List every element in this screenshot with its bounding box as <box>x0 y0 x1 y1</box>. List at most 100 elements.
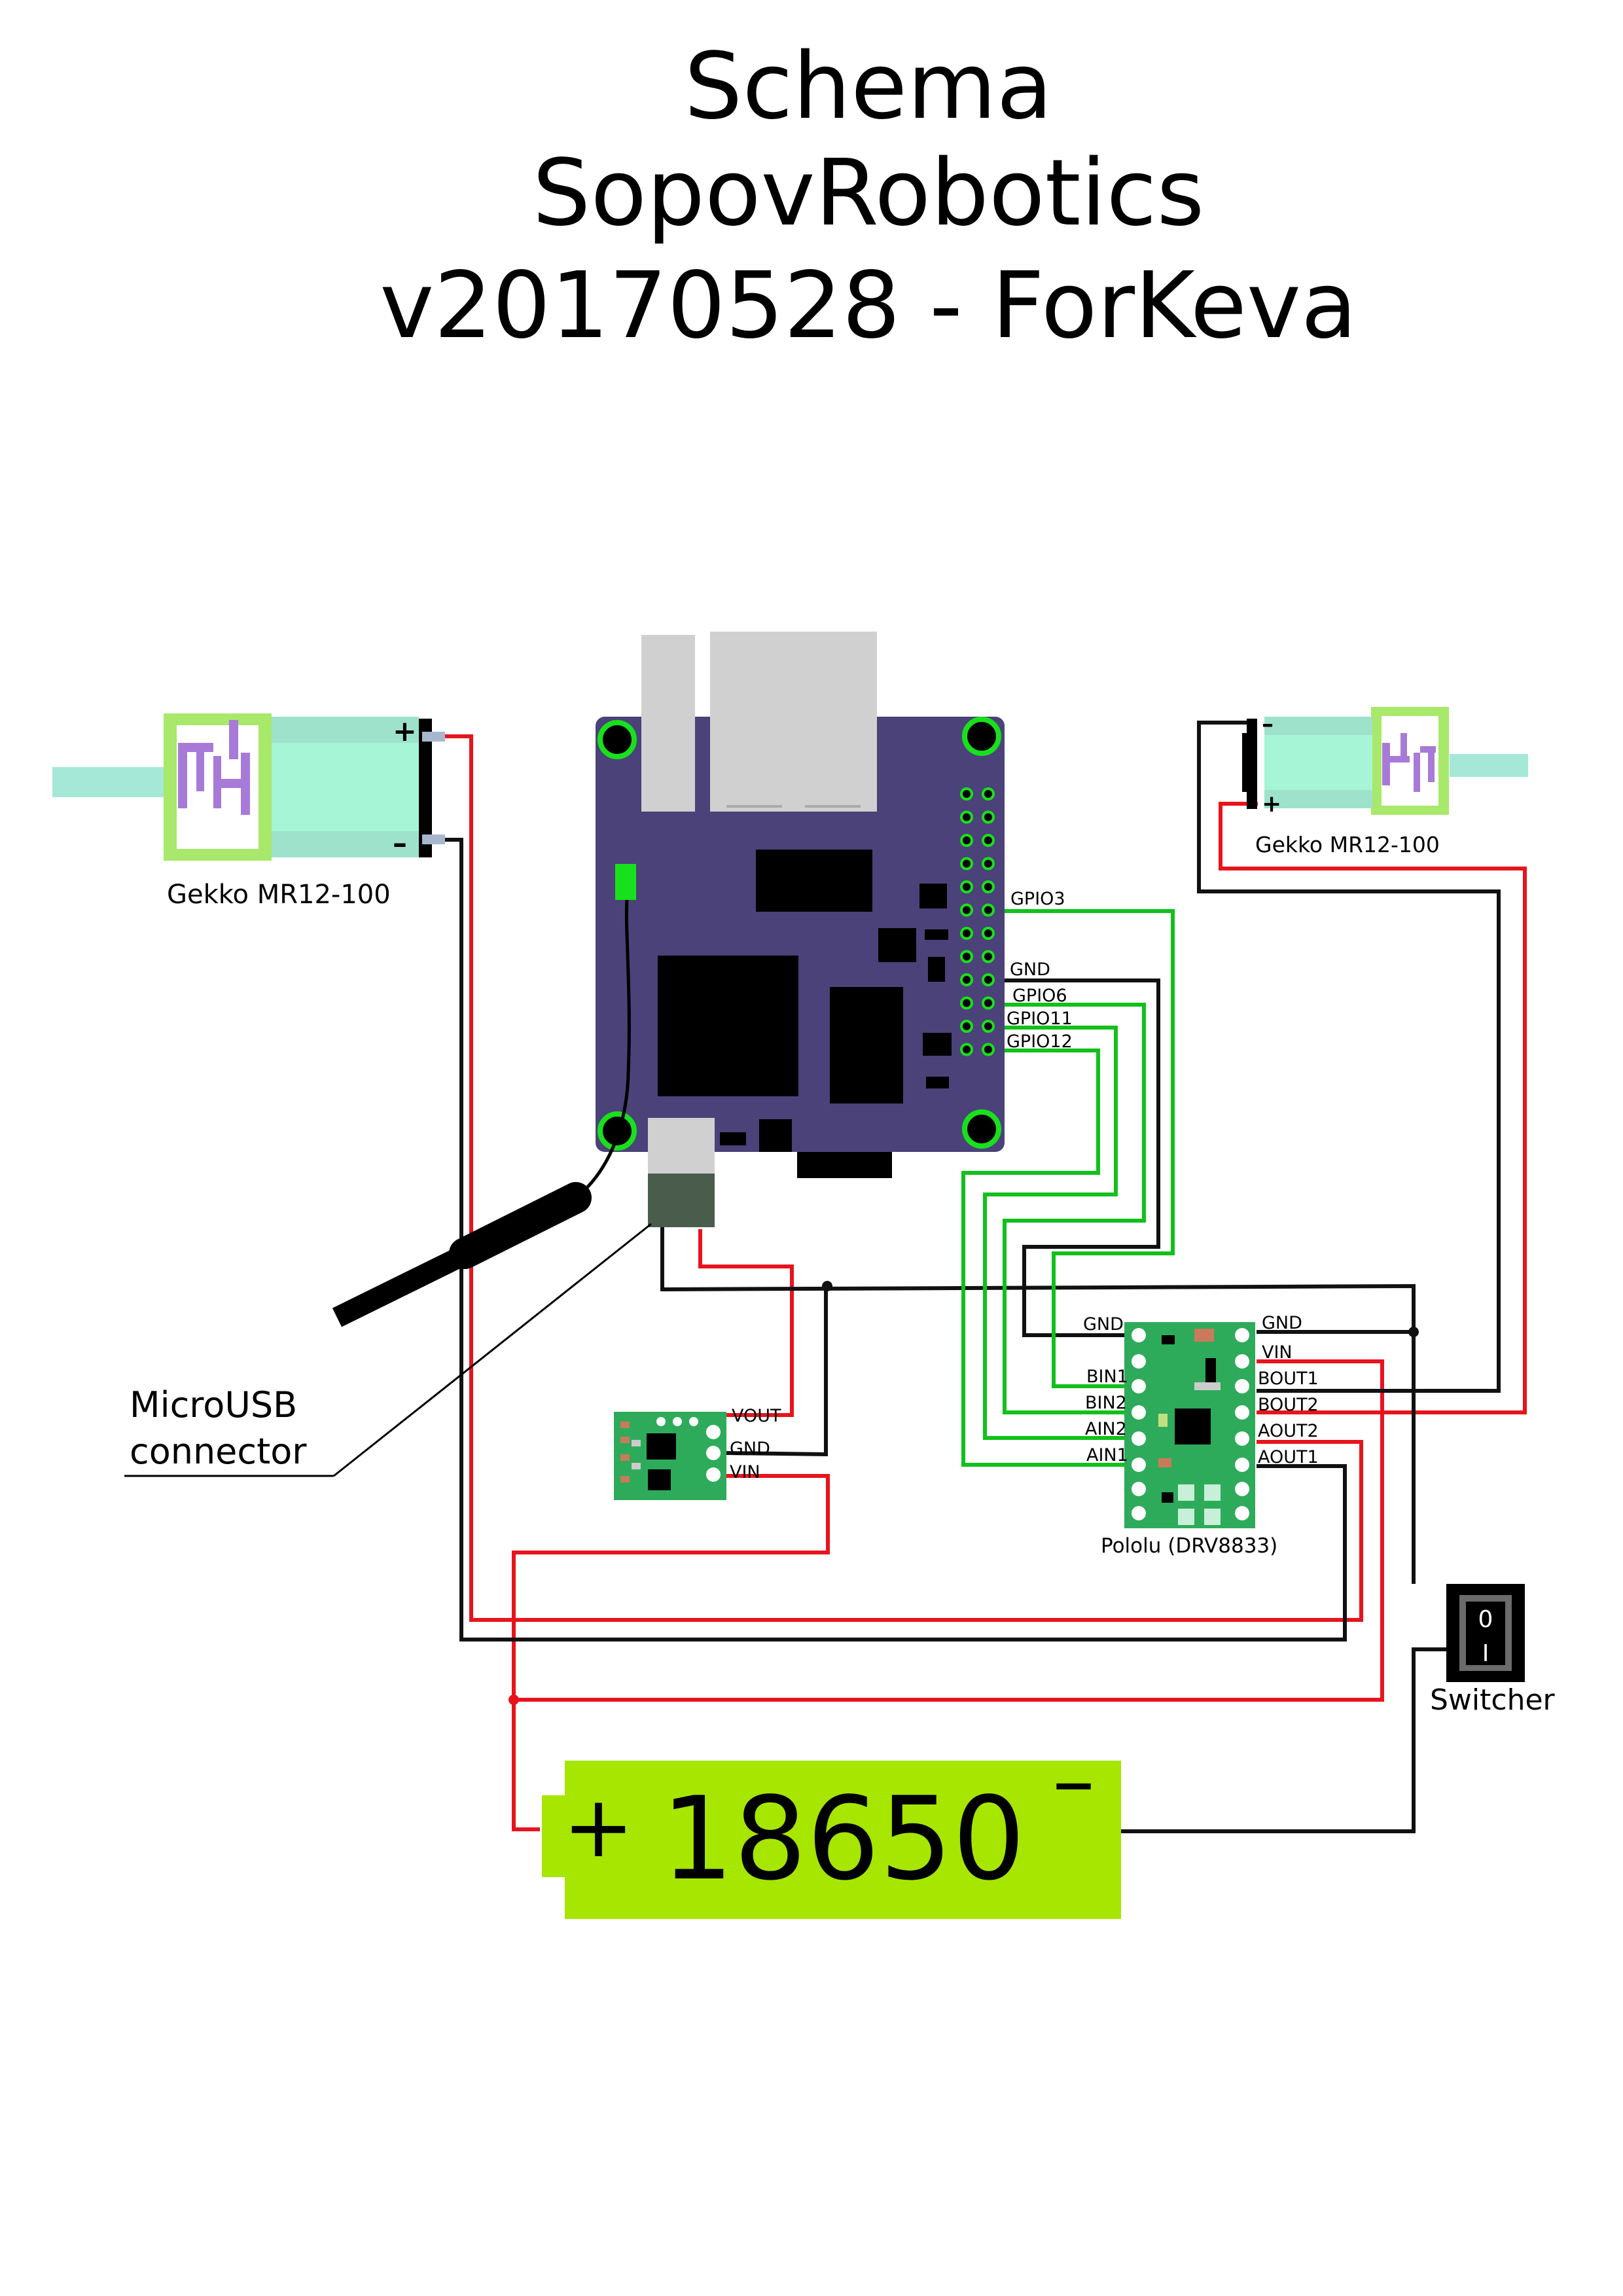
motor-left-endcap <box>419 719 432 857</box>
wire-switch-to-battery <box>1120 1647 1454 1833</box>
board-usb-port-front <box>641 717 695 812</box>
battery-minus-sign: – <box>1052 1731 1095 1830</box>
motor-left-terminal-minus <box>422 834 445 844</box>
wire-gpio12-to-ain1 <box>961 1049 1126 1467</box>
wire-gpio-gnd-to-driver <box>988 978 1160 1337</box>
board-chip-small-6 <box>926 1077 949 1088</box>
board-soc-chip <box>658 956 798 1096</box>
wire-usb-to-vout <box>698 1229 794 1417</box>
gpio-pin <box>960 950 973 963</box>
driver-pin-bout1: BOUT1 <box>1258 1369 1319 1389</box>
junction-ground-usb <box>822 1281 832 1291</box>
driver-pin-ain2: AIN2 <box>1085 1419 1127 1439</box>
motor-right-endcap-2 <box>1242 733 1251 792</box>
title-line-1: Schema <box>685 33 1053 140</box>
regulator-pin-gnd: GND <box>730 1439 770 1459</box>
gpio-pin <box>982 973 995 986</box>
motor-left-bracket-2 <box>259 713 272 861</box>
switch-label: Switcher <box>1430 1683 1556 1717</box>
battery-terminal <box>542 1795 565 1877</box>
gpio-pin <box>960 880 973 893</box>
switch-rocker-top <box>1466 1602 1505 1636</box>
driver-pin-vin: VIN <box>1262 1342 1293 1363</box>
gpio-pin <box>982 1020 995 1033</box>
motor-left-terminal-plus <box>422 732 445 742</box>
motor-right-bracket-2 <box>1438 707 1449 815</box>
gpio-pin <box>982 903 995 917</box>
wire-left-motor-minus <box>445 838 1347 1641</box>
board-microusb-socket <box>648 1118 715 1174</box>
motor-left-minus-sign: – <box>393 827 407 860</box>
board-mount-hole-br <box>962 1109 1001 1149</box>
motor-right-bracket <box>1371 707 1382 815</box>
motor-left-label: Gekko MR12-100 <box>167 880 391 910</box>
microusb-label-line1: MicroUSB <box>130 1384 297 1426</box>
motor-left-body-bottom <box>272 831 419 857</box>
board-mount-hole-tr <box>962 717 1001 756</box>
board-bottom-connector <box>797 1152 892 1178</box>
board-antenna-connector <box>615 864 636 900</box>
motor-left-bracket-top <box>164 713 272 725</box>
motor-right-body-bottom <box>1264 790 1372 808</box>
pin-label-gpio3: GPIO3 <box>1010 889 1065 909</box>
regulator-inductor <box>648 1469 671 1490</box>
voltage-regulator: VOUT GND VIN <box>614 1406 781 1500</box>
wire-right-motor-plus <box>1219 802 1527 1414</box>
driver-pin-gnd-right: GND <box>1262 1313 1302 1333</box>
gpio-pin <box>982 927 995 940</box>
pin-label-gpio12: GPIO12 <box>1007 1031 1073 1052</box>
board-chip-small-3 <box>925 929 948 940</box>
junction-ground-driver <box>1408 1327 1419 1337</box>
regulator-components <box>620 1422 641 1482</box>
motor-right-gearbox-icon <box>1382 733 1436 792</box>
regulator-chip <box>647 1433 676 1460</box>
driver-label: Pololu (DRV8833) <box>1101 1534 1277 1558</box>
motor-left-bracket-bottom <box>164 849 272 861</box>
wire-battery-to-driver-vin <box>514 1359 1384 1702</box>
driver-pins-left <box>1132 1328 1146 1520</box>
board-chip-small-4 <box>928 957 945 982</box>
gpio-pin <box>982 950 995 963</box>
motor-left-shaft <box>52 767 167 797</box>
regulator-pins <box>656 1417 721 1482</box>
board-chip-small-1 <box>919 884 947 908</box>
antenna-cable <box>575 899 631 1199</box>
gpio-pin <box>960 1043 973 1056</box>
wire-usb-ground <box>660 1224 1416 1584</box>
pin-label-gpio6: GPIO6 <box>1012 986 1067 1006</box>
battery-plus-sign: + <box>563 1777 634 1876</box>
switch-off-mark: I <box>1482 1640 1489 1667</box>
driver-pins-right <box>1235 1328 1249 1520</box>
motor-right-bracket-bottom <box>1371 806 1449 815</box>
motor-left: + – Gekko MR12-100 <box>52 713 445 910</box>
main-board: GPIO3 GND GPIO6 GPIO11 GPIO12 <box>596 632 1073 1227</box>
board-chip-top <box>756 850 872 912</box>
title-line-2: SopovRobotics <box>533 140 1205 247</box>
wire-gpio3-to-bin1 <box>988 909 1175 1388</box>
motor-right-plus-sign: + <box>1262 791 1281 817</box>
motor-left-gearbox-icon <box>178 720 250 815</box>
gpio-pin <box>960 834 973 847</box>
gpio-pin <box>982 834 995 847</box>
board-chip-small-8 <box>759 1119 792 1152</box>
wire-regulator-gnd <box>726 1285 828 1457</box>
driver-pin-ain1: AIN1 <box>1086 1445 1128 1465</box>
microusb-label-line2: connector <box>130 1431 307 1472</box>
title-block: Schema SopovRobotics v20170528 - ForKeva <box>380 33 1357 359</box>
gpio-pin <box>982 787 995 800</box>
driver-components <box>1158 1329 1221 1525</box>
motor-right-bracket-top <box>1371 707 1449 716</box>
gpio-pin <box>982 810 995 824</box>
microusb-callout: MicroUSB connector <box>124 1223 652 1477</box>
motor-right-minus-sign: – <box>1262 711 1274 738</box>
wire-gpio11-to-ain2 <box>983 1026 1126 1440</box>
motor-left-plus-sign: + <box>393 715 417 748</box>
gpio-pin <box>982 857 995 870</box>
microusb-callout-leader <box>333 1223 652 1477</box>
switch-on-mark: 0 <box>1478 1606 1493 1633</box>
wire-regulator-vin-to-battery <box>512 1474 830 1831</box>
regulator-pin-vout: VOUT <box>732 1406 781 1426</box>
pin-label-gpio11: GPIO11 <box>1007 1009 1073 1029</box>
antenna <box>332 899 631 1327</box>
